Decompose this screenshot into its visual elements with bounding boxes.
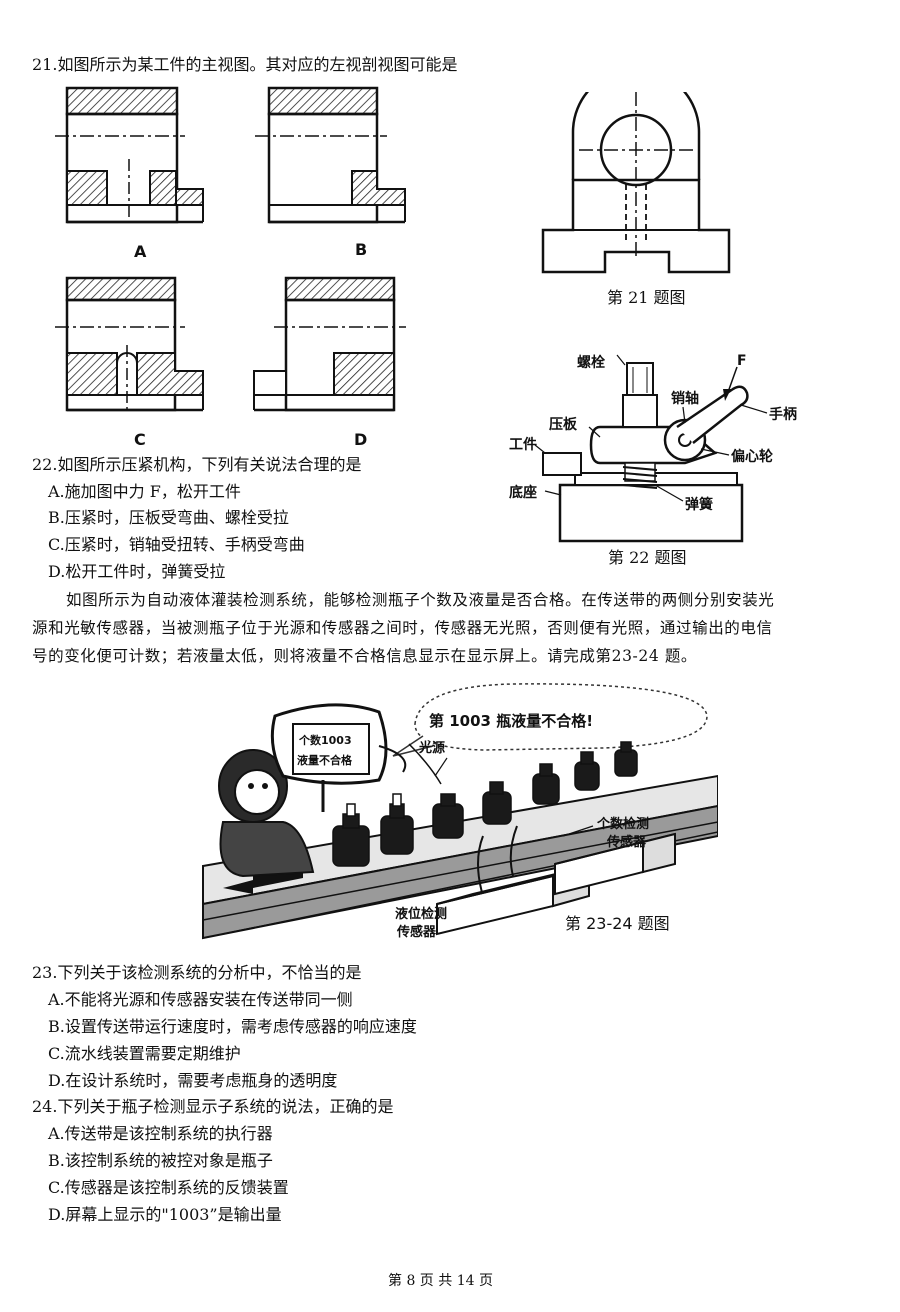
- q21-option-d-figure: [253, 276, 406, 412]
- q24-option-b: B.该控制系统的被控对象是瓶子: [48, 1151, 273, 1170]
- label-level-sensor-2: 传感器: [396, 924, 437, 940]
- q21-label-d: D: [354, 430, 368, 449]
- q22-clamp-mechanism-figure: 螺栓 F 销轴 压板 手柄 工件 偏心轮 底座 弹簧: [509, 353, 797, 543]
- q21-label-c: C: [134, 430, 146, 449]
- q21-option-a-figure: [55, 86, 204, 224]
- q22-label-base: 底座: [509, 484, 537, 501]
- q21-caption: 第 21 题图: [607, 288, 686, 307]
- passage-line-3: 号的变化便可计数；若液量太低，则将液量不合格信息显示在显示屏上。请完成第23-2…: [32, 647, 698, 665]
- screen-line-2: 液量不合格: [297, 753, 353, 767]
- q21-option-c-figure: [55, 276, 204, 412]
- q21-label-b: B: [355, 240, 368, 259]
- q24-option-a: A.传送带是该控制系统的执行器: [48, 1124, 273, 1143]
- q21-option-b-figure: [255, 86, 406, 224]
- label-level-sensor-1: 液位检测: [395, 906, 447, 922]
- q22-label-handle: 手柄: [769, 406, 797, 423]
- q21-stem: 21.如图所示为某工件的主视图。其对应的左视剖视图可能是: [32, 55, 458, 74]
- q23-option-c: C.流水线装置需要定期维护: [48, 1044, 241, 1063]
- q22-option-c: C.压紧时，销轴受扭转、手柄受弯曲: [48, 535, 305, 554]
- q23-option-b: B.设置传送带运行速度时，需考虑传感器的响应速度: [48, 1017, 417, 1036]
- q21-main-view-figure: [541, 92, 731, 274]
- q22-option-a: A.施加图中力 F，松开工件: [48, 482, 241, 501]
- q22-option-b: B.压紧时，压板受弯曲、螺栓受拉: [48, 508, 289, 527]
- q24-option-c: C.传感器是该控制系统的反馈装置: [48, 1178, 289, 1197]
- q24-stem: 24.下列关于瓶子检测显示子系统的说法，正确的是: [32, 1097, 394, 1116]
- q23-option-a: A.不能将光源和传感器安装在传送带同一侧: [48, 990, 353, 1009]
- screen-line-1: 个数1003: [298, 733, 352, 747]
- label-count-sensor-2: 传感器: [606, 834, 647, 850]
- q23-option-d: D.在设计系统时，需要考虑瓶身的透明度: [48, 1071, 338, 1090]
- q22-label-pin: 销轴: [671, 390, 699, 407]
- label-count-sensor-1: 个数检测: [596, 816, 649, 832]
- q22-caption: 第 22 题图: [608, 548, 687, 567]
- label-light-source: 光源: [418, 740, 445, 756]
- q22-label-spring: 弹簧: [685, 496, 713, 513]
- q22-stem: 22.如图所示压紧机构，下列有关说法合理的是: [32, 455, 362, 474]
- passage-line-2: 源和光敏传感器，当被测瓶子位于光源和传感器之间时，传感器无光照，否则便有光照，通…: [32, 619, 773, 637]
- q22-label-bolt: 螺栓: [577, 354, 605, 371]
- q23-24-conveyor-figure: 第 1003 瓶液量不合格! 个数1003 液量不合格: [183, 676, 718, 948]
- page-footer: 第 8 页 共 14 页: [388, 1273, 493, 1289]
- q21-label-a: A: [134, 242, 147, 261]
- passage-line-1: 如图所示为自动液体灌装检测系统，能够检测瓶子个数及液量是否合格。在传送带的两侧分…: [66, 591, 775, 609]
- q23-24-caption: 第 23-24 题图: [565, 914, 670, 933]
- q22-label-cam: 偏心轮: [731, 448, 773, 465]
- q22-label-force: F: [737, 353, 747, 369]
- bubble-text: 第 1003 瓶液量不合格!: [429, 712, 593, 730]
- q24-option-d: D.屏幕上显示的"1003”是输出量: [48, 1205, 282, 1224]
- q22-option-d: D.松开工件时，弹簧受拉: [48, 562, 226, 581]
- q23-stem: 23.下列关于该检测系统的分析中，不恰当的是: [32, 963, 362, 982]
- q22-label-press-plate: 压板: [549, 416, 578, 433]
- q22-label-workpiece: 工件: [509, 436, 537, 453]
